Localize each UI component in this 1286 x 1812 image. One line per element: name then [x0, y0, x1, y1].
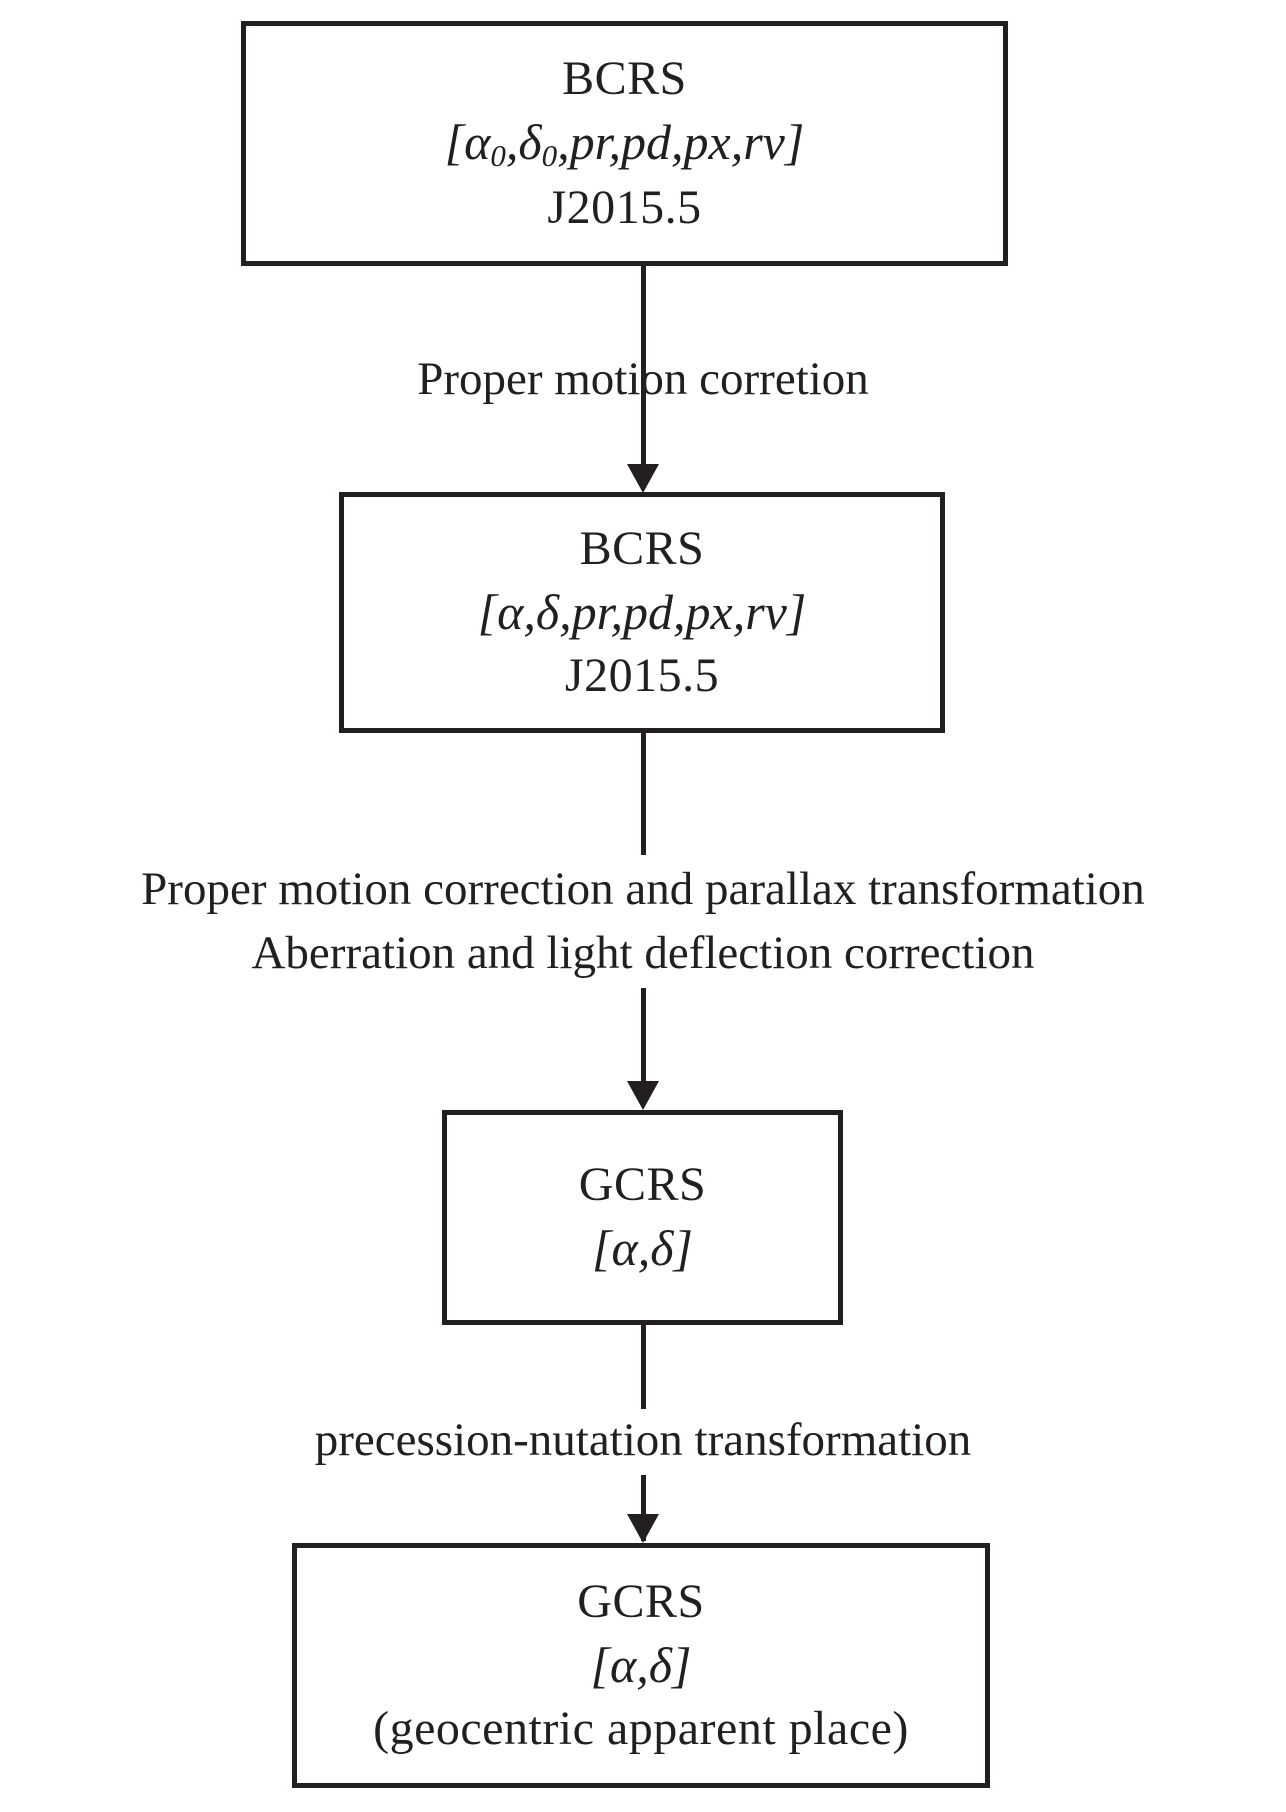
- connector-line-2b: [641, 988, 646, 1081]
- bcrs-catalogue-parameters-part2: ,δ: [505, 114, 542, 171]
- gcrs-apparent-node: GCRS [α,δ] (geocentric apparent place): [292, 1543, 990, 1788]
- bcrs-catalogue-epoch: J2015.5: [547, 180, 702, 234]
- bcrs-epoch-epoch: J2015.5: [564, 649, 720, 702]
- bcrs-catalogue-parameters: [α0,δ0,pr,pd,px,rv]: [445, 110, 805, 176]
- bcrs-catalogue-parameters-part1: [α: [444, 114, 491, 171]
- edge-label-2-line-1: Proper motion correction and parallax tr…: [141, 863, 1145, 915]
- edge-label-1-line-1: Proper motion corretion: [417, 353, 869, 405]
- bcrs-epoch-node: BCRS [α,δ,pr,pd,px,rv] J2015.5: [339, 492, 945, 733]
- connector-line-1: [641, 266, 646, 469]
- bcrs-catalogue-node: BCRS [α0,δ0,pr,pd,px,rv] J2015.5: [241, 21, 1008, 266]
- gcrs-apparent-note: (geocentric apparent place): [373, 1702, 909, 1755]
- gcrs-parameters: [α,δ]: [592, 1220, 693, 1277]
- gcrs-title: GCRS: [578, 1157, 707, 1211]
- edge-label-precession-nutation: precession-nutation transformation: [0, 1409, 1286, 1471]
- bcrs-epoch-parameters: [α,δ,pr,pd,px,rv]: [477, 584, 807, 640]
- gcrs-apparent-title: GCRS: [577, 1574, 705, 1628]
- arrowhead-3: [627, 1514, 659, 1543]
- gcrs-apparent-parameters: [α,δ]: [590, 1637, 692, 1693]
- connector-line-3b: [641, 1475, 646, 1541]
- bcrs-catalogue-parameters-part3: ,pr,pd,px,rv]: [557, 114, 805, 171]
- edge-label-3-line-1: precession-nutation transformation: [314, 1414, 972, 1466]
- connector-line-3a: [641, 1325, 646, 1409]
- edge-label-2-line-2: Aberration and light deflection correcti…: [251, 926, 1035, 979]
- connector-line-2a: [641, 733, 646, 855]
- arrowhead-2: [627, 1081, 659, 1110]
- bcrs-epoch-title: BCRS: [579, 521, 705, 575]
- edge-label-parallax-aberration: Proper motion correction and parallax tr…: [0, 858, 1286, 986]
- edge-label-proper-motion-corretion: Proper motion corretion: [0, 348, 1286, 410]
- arrowhead-1: [627, 464, 659, 493]
- bcrs-catalogue-title: BCRS: [562, 52, 687, 106]
- delta-zero-subscript: 0: [541, 138, 558, 174]
- alpha-zero-subscript: 0: [490, 138, 506, 174]
- gcrs-node: GCRS [α,δ]: [442, 1110, 843, 1325]
